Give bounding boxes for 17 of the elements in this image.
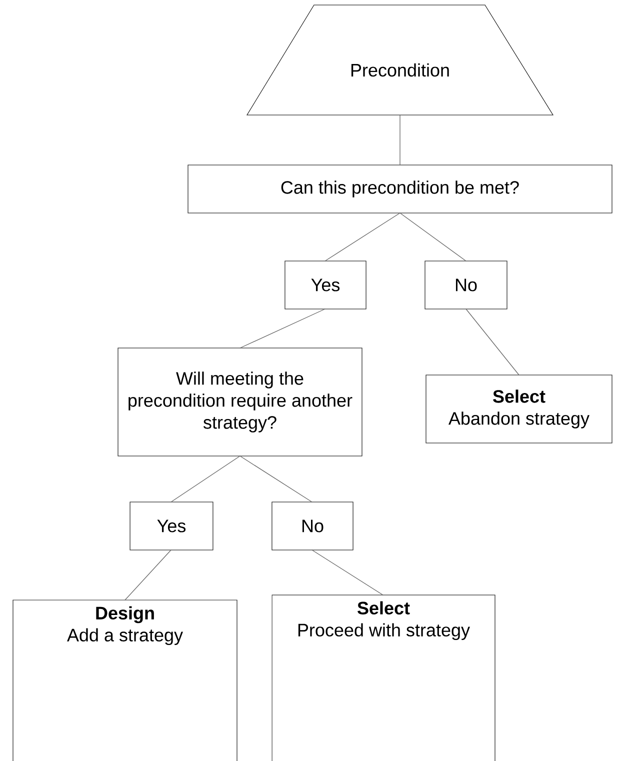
process-box: No (272, 502, 354, 550)
process-box: Select Proceed with strategy (272, 594, 496, 761)
process-box: Select Abandon strategy (426, 374, 612, 444)
process-box: Yes (284, 260, 366, 310)
process-box: No (424, 260, 508, 310)
connector-line (240, 308, 326, 348)
process-box: Will meeting the precondition require another strategy? (118, 348, 362, 456)
process-box: Design Add a strategy (12, 600, 238, 761)
process-box: Yes (130, 502, 214, 550)
process-box: Can this precondition be met? (188, 164, 612, 214)
connector-line (400, 212, 466, 262)
connector-line (324, 212, 400, 262)
connector-line (170, 456, 240, 502)
connector-line (312, 550, 384, 596)
connector-line (124, 550, 172, 600)
connector-line (466, 308, 520, 376)
connector-line (240, 456, 312, 502)
